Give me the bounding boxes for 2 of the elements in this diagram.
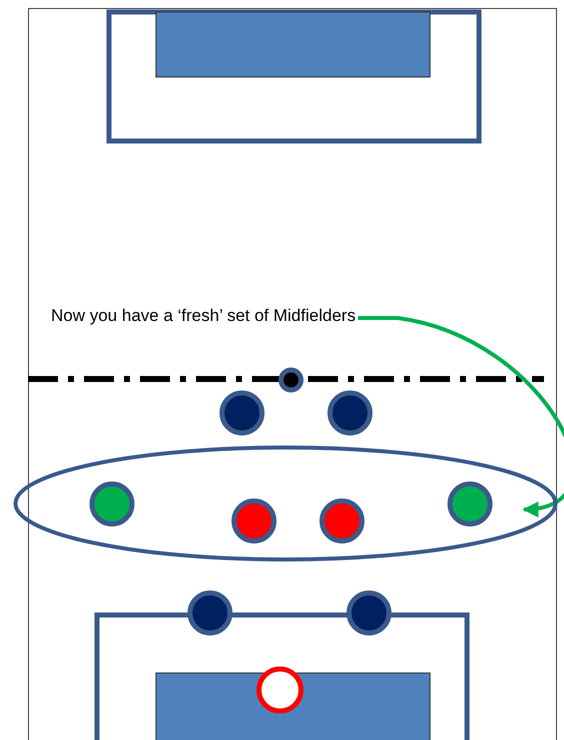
note-text: Now you have a ‘fresh’ set of Midfielders: [51, 306, 356, 325]
arrow: [358, 316, 564, 516]
